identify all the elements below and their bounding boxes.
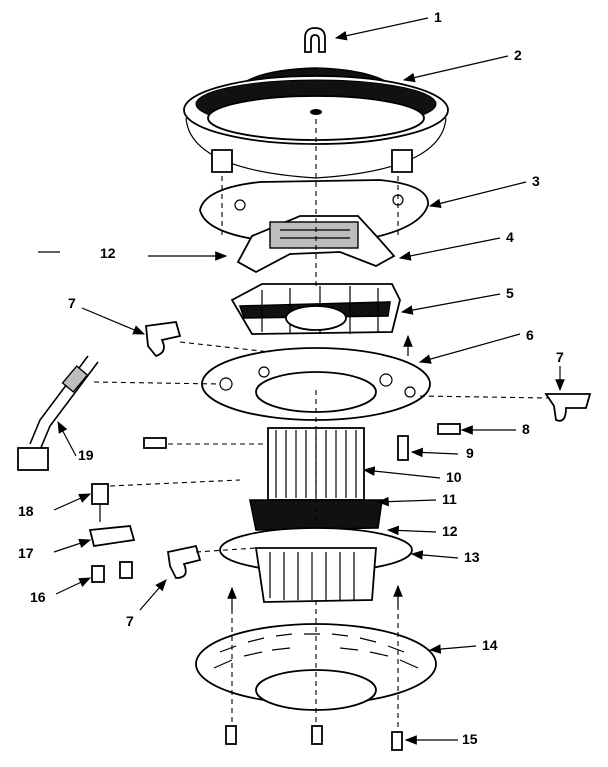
part-19-power-cord <box>17 355 99 471</box>
part-7-clip-left <box>145 321 182 358</box>
callout-7-bottom: 7 <box>126 613 134 629</box>
callout-15: 15 <box>462 731 478 747</box>
callout-10: 10 <box>446 469 462 485</box>
part-18-socket <box>91 483 109 522</box>
part-13-shroud <box>219 527 413 603</box>
callout-4: 4 <box>506 229 514 245</box>
callout-8: 8 <box>522 421 530 437</box>
callout-1: 1 <box>434 9 442 25</box>
callout-18: 18 <box>18 503 34 519</box>
part-7-clip-bottom <box>166 544 202 579</box>
part-5-fan <box>230 283 401 335</box>
part-7-clip-right <box>544 393 592 422</box>
callout-3: 3 <box>532 173 540 189</box>
callout-14: 14 <box>482 637 498 653</box>
callout-17: 17 <box>18 545 34 561</box>
part-10-motor <box>249 427 383 531</box>
callout-7-right: 7 <box>556 349 564 365</box>
part-15-screws <box>225 725 403 751</box>
callout-11: 11 <box>442 491 457 507</box>
part-17-bracket <box>88 525 136 548</box>
callout-12-right: 12 <box>442 523 458 539</box>
part-9-screw <box>397 435 409 461</box>
part-1-hanger-loop <box>304 27 326 53</box>
callout-6: 6 <box>526 327 534 343</box>
callout-5: 5 <box>506 285 514 301</box>
callout-7-left: 7 <box>68 295 76 311</box>
leader-lines <box>38 17 565 745</box>
callout-labels: 1 2 3 4 5 6 7 7 7 8 9 10 11 12 12 13 14 … <box>18 9 564 747</box>
part-16-screws <box>91 561 133 583</box>
assembly-guide-lines <box>93 110 549 730</box>
part-2-top-cover <box>183 67 449 179</box>
callout-12-left: 12 <box>100 245 116 261</box>
callout-2: 2 <box>514 47 522 63</box>
callout-16: 16 <box>30 589 46 605</box>
callout-9: 9 <box>466 445 474 461</box>
part-4-bracket <box>236 215 396 274</box>
callout-19: 19 <box>78 447 94 463</box>
part-8-terminal <box>143 423 461 449</box>
callout-13: 13 <box>464 549 480 565</box>
insertion-arrows <box>227 334 413 610</box>
